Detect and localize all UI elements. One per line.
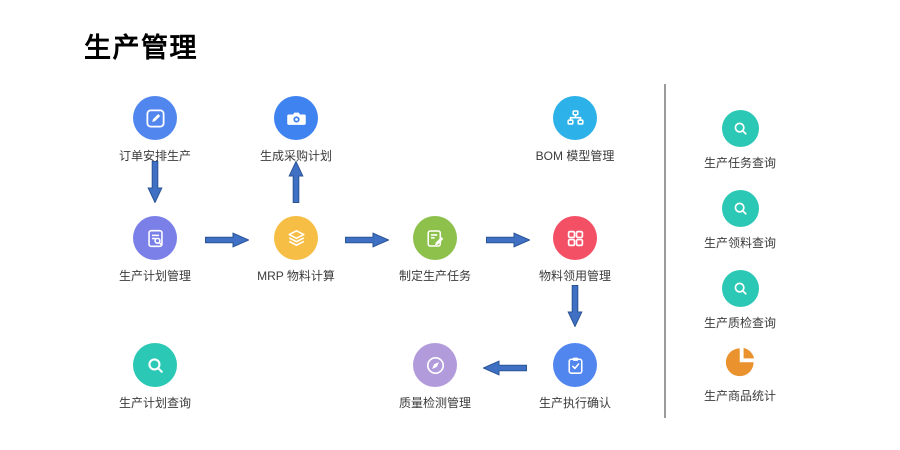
side-item-goods-stats: 生产商品统计 <box>680 343 800 404</box>
arrow-down-icon <box>147 161 163 203</box>
flow-node-create-task: 制定生产任务 <box>375 216 495 284</box>
arrow-left-icon <box>483 360 527 376</box>
side-item-label: 生产商品统计 <box>703 389 776 403</box>
edit-square-icon <box>133 96 177 140</box>
arrow-right-icon <box>205 232 249 248</box>
flow-node-label: MRP 物料计算 <box>257 269 335 283</box>
search-icon <box>721 190 759 227</box>
flow-node-plan-query: 生产计划查询 <box>95 343 215 411</box>
search-icon <box>133 343 177 387</box>
arrow-down-icon <box>567 285 583 327</box>
sitemap-icon <box>553 96 597 140</box>
note-edit-icon <box>413 216 457 260</box>
compass-icon <box>413 343 457 387</box>
arrow-right-icon <box>345 232 389 248</box>
layers-icon <box>274 216 318 260</box>
flow-node-exec-confirm: 生产执行确认 <box>515 343 635 411</box>
flow-node-quality-check: 质量检测管理 <box>375 343 495 411</box>
side-item-material-query: 生产领料查询 <box>680 190 800 251</box>
page-title: 生产管理 <box>84 33 198 63</box>
flow-node-label: 生产计划查询 <box>118 396 191 410</box>
search-icon <box>721 270 759 307</box>
flow-node-label: 生产计划管理 <box>118 269 191 283</box>
grid-icon <box>553 216 597 260</box>
vertical-divider <box>664 84 666 418</box>
flow-node-bom-model: BOM 模型管理 <box>515 96 635 164</box>
flow-node-order-arrange: 订单安排生产 <box>95 96 215 164</box>
flow-node-label: 生产执行确认 <box>538 396 611 410</box>
pie-chart-icon <box>722 343 759 380</box>
side-item-label: 生产任务查询 <box>703 156 776 170</box>
arrow-up-icon <box>288 161 304 203</box>
side-item-task-query: 生产任务查询 <box>680 110 800 171</box>
flow-node-label: 质量检测管理 <box>398 396 471 410</box>
flow-node-material-use: 物料领用管理 <box>515 216 635 284</box>
flow-node-label: 生成采购计划 <box>259 149 332 163</box>
flow-node-label: 制定生产任务 <box>398 269 471 283</box>
flow-node-purchase-plan: 生成采购计划 <box>236 96 356 164</box>
side-item-qc-query: 生产质检查询 <box>680 270 800 331</box>
clipboard-check-icon <box>553 343 597 387</box>
flow-node-label: 物料领用管理 <box>538 269 611 283</box>
search-icon <box>721 110 759 147</box>
flow-node-plan-management: 生产计划管理 <box>95 216 215 284</box>
flow-node-label: BOM 模型管理 <box>535 149 615 163</box>
flow-node-mrp-calc: MRP 物料计算 <box>236 216 356 284</box>
flow-node-label: 订单安排生产 <box>118 149 191 163</box>
arrow-right-icon <box>486 232 530 248</box>
doc-search-icon <box>133 216 177 260</box>
side-item-label: 生产领料查询 <box>703 236 776 250</box>
side-item-label: 生产质检查询 <box>703 316 776 330</box>
camera-icon <box>274 96 318 140</box>
